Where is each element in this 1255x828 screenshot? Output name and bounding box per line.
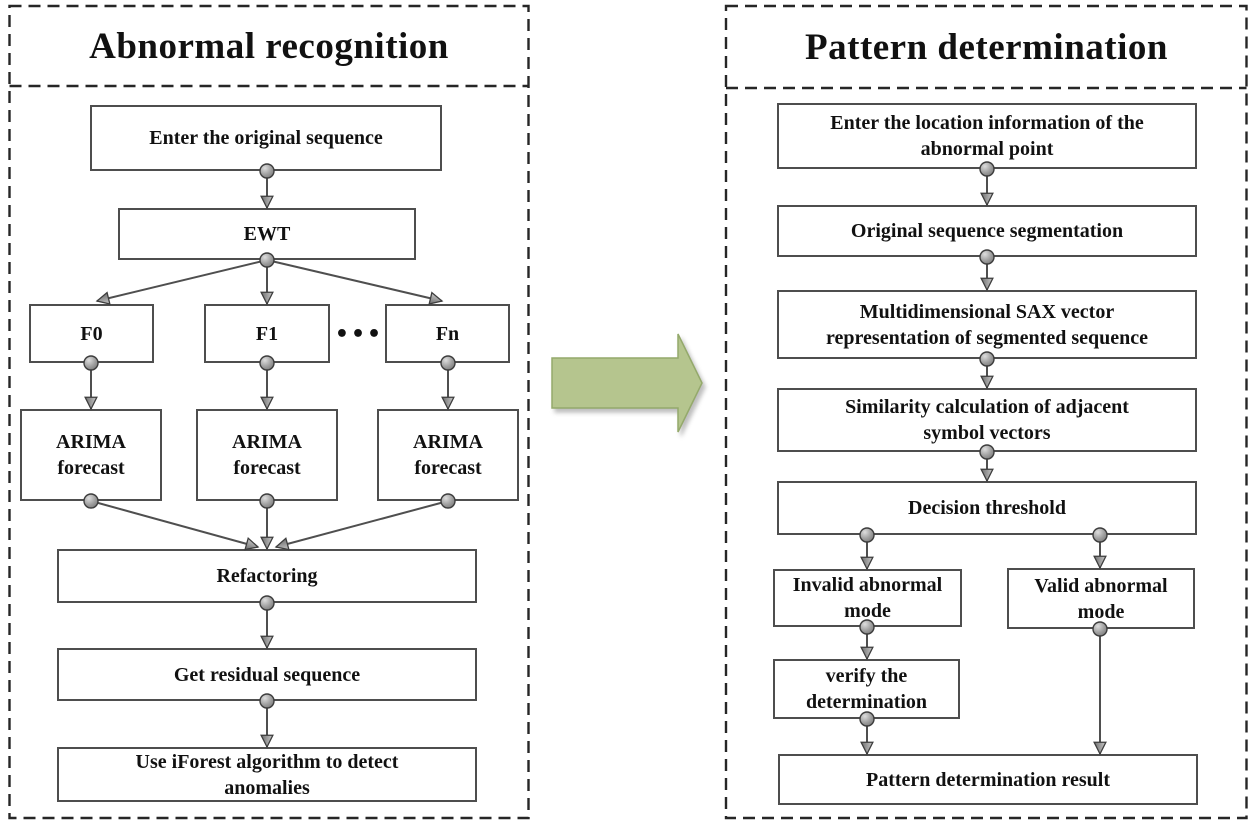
node-original-sequence-segmentation: Original sequence segmentation	[777, 205, 1197, 257]
node-refactoring: Refactoring	[57, 549, 477, 603]
node-label: Similarity calculation of adjacent symbo…	[845, 396, 1129, 444]
node-label: ARIMA forecast	[56, 431, 126, 479]
node-label: EWT	[243, 223, 291, 245]
node-label: Refactoring	[216, 565, 318, 587]
left-panel-title: Abnormal recognition	[89, 25, 449, 67]
ellipsis-dots: •••	[334, 321, 384, 347]
node-label: F1	[255, 322, 279, 345]
node-enter-original-sequence: Enter the original sequence	[90, 105, 442, 171]
node-arima-forecast-2: ARIMA forecast	[196, 409, 338, 501]
node-iforest-detect: Use iForest algorithm to detect anomalie…	[57, 747, 477, 802]
right-panel-title: Pattern determination	[805, 26, 1168, 68]
node-sax-vector-representation: Multidimensional SAX vector representati…	[777, 290, 1197, 359]
node-get-residual-sequence: Get residual sequence	[57, 648, 477, 701]
node-label: Get residual sequence	[173, 663, 361, 686]
node-pattern-determination-result: Pattern determination result	[778, 754, 1198, 805]
node-valid-abnormal-mode: Valid abnormal mode	[1007, 568, 1195, 629]
node-arima-forecast-1: ARIMA forecast	[20, 409, 162, 501]
node-label: Pattern determination result	[865, 768, 1111, 791]
node-label: Original sequence segmentation	[850, 220, 1124, 242]
node-label: Multidimensional SAX vector representati…	[826, 300, 1148, 349]
node-f1: F1	[204, 304, 330, 363]
node-label: Fn	[435, 322, 460, 345]
node-invalid-abnormal-mode: Invalid abnormal mode	[773, 569, 962, 627]
node-fn: Fn	[385, 304, 510, 363]
node-f0: F0	[29, 304, 154, 363]
node-label: Invalid abnormal mode	[792, 574, 943, 622]
node-ewt: EWT	[118, 208, 416, 260]
node-label: Enter the original sequence	[149, 127, 383, 149]
node-label: verify the determination	[805, 665, 928, 713]
node-label: Valid abnormal mode	[1034, 574, 1168, 623]
node-similarity-calculation: Similarity calculation of adjacent symbo…	[777, 388, 1197, 452]
node-label: Enter the location information of the ab…	[830, 112, 1144, 160]
node-label: Use iForest algorithm to detect anomalie…	[135, 750, 399, 799]
node-decision-threshold: Decision threshold	[777, 481, 1197, 535]
panel-transition-arrow-icon	[551, 333, 703, 433]
node-label: ARIMA forecast	[413, 431, 483, 479]
node-verify-determination: verify the determination	[773, 659, 960, 719]
node-enter-location-info: Enter the location information of the ab…	[777, 103, 1197, 169]
node-label: Decision threshold	[908, 497, 1066, 519]
node-label: F0	[80, 322, 103, 345]
node-arima-forecast-3: ARIMA forecast	[377, 409, 519, 501]
node-label: ARIMA forecast	[232, 431, 302, 479]
